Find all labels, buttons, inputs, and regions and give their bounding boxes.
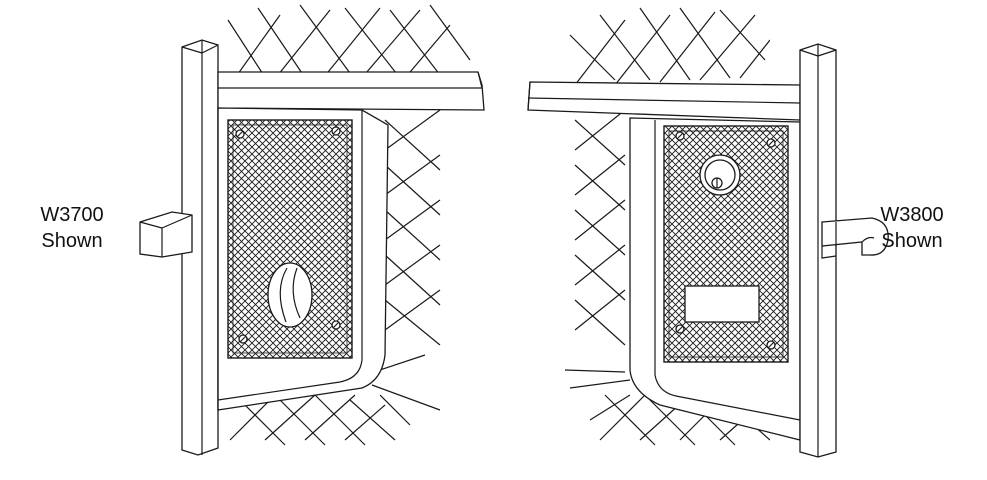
left-chain-link-fence	[227, 4, 471, 446]
w3700-label: W3700 Shown	[22, 202, 122, 254]
right-lock-assembly	[527, 7, 889, 458]
right-key-cylinder	[699, 154, 741, 196]
w3800-model: W3800	[880, 204, 944, 226]
right-gate-post	[799, 43, 837, 458]
w3700-model: W3700	[40, 204, 104, 226]
w3800-label: W3800 Shown	[862, 202, 962, 254]
right-hook-latch	[821, 217, 889, 259]
left-gate-post	[181, 39, 219, 456]
right-blank-nameplate	[684, 285, 760, 323]
right-chain-link-fence	[564, 7, 770, 446]
left-lock-assembly	[139, 4, 485, 456]
left-top-rail	[217, 71, 485, 111]
left-faceplate	[227, 119, 353, 359]
w3700-caption: Shown	[41, 230, 103, 252]
w3800-caption: Shown	[881, 230, 943, 252]
left-latch-bolt	[139, 211, 193, 258]
left-thumb-turn-knob	[267, 262, 313, 328]
right-top-rail	[527, 81, 801, 121]
left-faceplate-screws	[235, 126, 341, 344]
right-faceplate	[663, 125, 789, 363]
right-faceplate-screws	[675, 131, 776, 350]
